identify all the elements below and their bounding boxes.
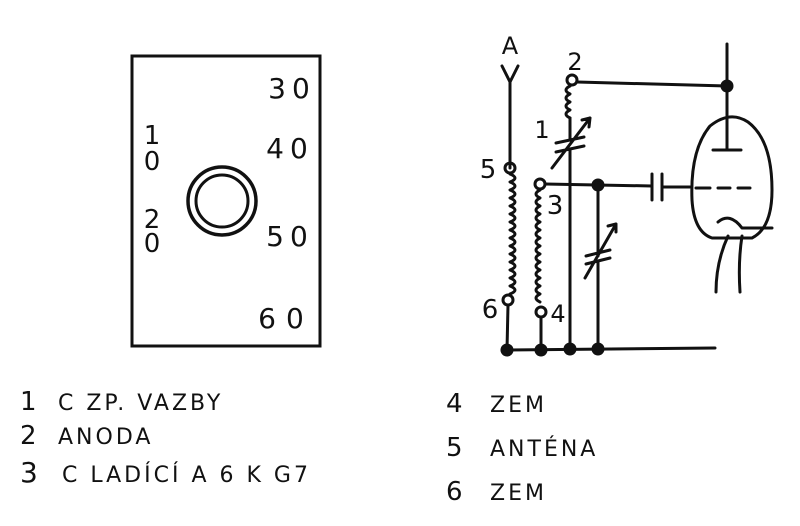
legend-left-num-2: 2 [20, 421, 37, 451]
legend-right-text-5: ANTÉNA [490, 436, 598, 462]
terminal-label-4: 4 [550, 300, 565, 328]
tuning-coil [534, 188, 542, 304]
legend-left-text-1: C ZP. VAZBY [58, 391, 223, 416]
antenna-symbol [500, 64, 520, 170]
schematic [500, 42, 774, 357]
ground-bus [500, 346, 717, 352]
anode-junction [720, 79, 734, 93]
antenna-coil [508, 172, 517, 296]
anode-wire [575, 80, 729, 88]
panel-left-mark-1: 1 [144, 121, 161, 151]
wire-6-ground [505, 303, 510, 352]
legend-left-text-2: ANODA [58, 425, 153, 450]
terminal-label-5: 5 [480, 155, 497, 185]
legend-left-text-3: C LADÍCÍ A 6 K G7 [62, 462, 311, 488]
legend-right-num-4: 4 [446, 389, 463, 419]
tube-filament [716, 216, 774, 230]
legend-right-num-6: 6 [446, 477, 463, 507]
legend-left-num-3: 3 [20, 456, 38, 489]
panel-right-mark-40: 40 [266, 132, 314, 165]
panel-right-mark-50: 50 [266, 220, 314, 253]
terminal-label-6: 6 [482, 295, 499, 325]
legend-left: 1 C ZP. VAZBY 2 ANODA 3 C LADÍCÍ A 6 K G… [20, 387, 311, 489]
panel-left-mark-4: 0 [144, 229, 161, 259]
panel-hole-outer [186, 165, 258, 237]
terminal-label-3: 3 [547, 191, 564, 221]
panel-hole-inner [194, 173, 250, 229]
legend-right-text-4: ZEM [490, 393, 547, 418]
terminal-2 [565, 73, 579, 87]
legend-right: 4 ZEM 5 ANTÉNA 6 ZEM [446, 389, 598, 507]
antenna-label: A [502, 32, 519, 60]
tube-leads [714, 234, 744, 294]
terminal-label-1: 1 [534, 116, 549, 144]
tube-anode-lead [711, 42, 743, 152]
terminal-panel: 1 0 2 0 30 40 50 60 [130, 54, 322, 348]
feedback-coil [564, 84, 572, 120]
tuning-capacitor [583, 183, 618, 351]
panel-outline [130, 54, 322, 348]
legend-right-text-6: ZEM [490, 481, 547, 506]
legend-right-num-5: 5 [446, 433, 463, 463]
feedback-capacitor [550, 116, 592, 351]
panel-left-mark-3: 2 [144, 205, 161, 235]
panel-right-mark-30: 30 [268, 72, 316, 105]
legend-left-num-1: 1 [20, 387, 37, 417]
panel-right-mark-60: 60 [258, 302, 314, 335]
grid-capacitor [650, 172, 692, 202]
panel-left-mark-2: 0 [144, 147, 161, 177]
terminal-label-2: 2 [567, 48, 582, 76]
tube-envelope [690, 115, 774, 240]
